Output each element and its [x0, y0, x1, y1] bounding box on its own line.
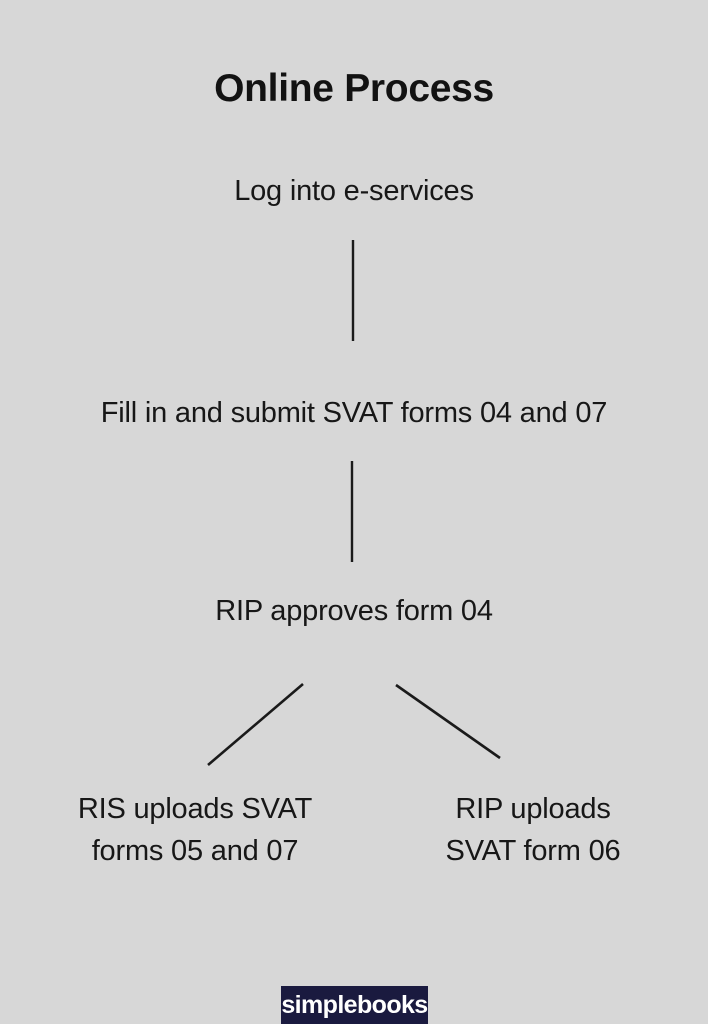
flow-node-rip-approves-form-04: RIP approves form 04 — [0, 590, 708, 632]
flow-node-rip-uploads-svat-form: RIP uploads SVAT form 06 — [378, 788, 688, 872]
flow-node-label-line-2: SVAT form 06 — [445, 835, 621, 867]
simplebooks-logo: simplebooks — [281, 986, 428, 1024]
flow-node-submit-svat-forms: Fill in and submit SVAT forms 04 and 07 — [0, 392, 708, 434]
flow-node-label: RIP approves form 04 — [215, 595, 493, 627]
flow-node-label: Log into e-services — [234, 175, 474, 207]
page-title: Online Process — [214, 67, 494, 110]
logo-wordmark: simplebooks — [281, 991, 428, 1019]
flow-node-label-line-2: forms 05 and 07 — [91, 835, 299, 867]
connector-step3-branch-left — [207, 683, 304, 766]
flow-node-label-line-1: RIS uploads SVAT — [77, 793, 313, 825]
connector-step3-branch-right — [395, 683, 501, 760]
flow-node-ris-uploads-svat-forms: RIS uploads SVAT forms 05 and 07 — [30, 788, 360, 872]
flow-node-log-into-e-services: Log into e-services — [0, 170, 708, 212]
flow-node-label-line-1: RIP uploads — [455, 793, 611, 825]
flow-node-label: Fill in and submit SVAT forms 04 and 07 — [100, 397, 608, 429]
